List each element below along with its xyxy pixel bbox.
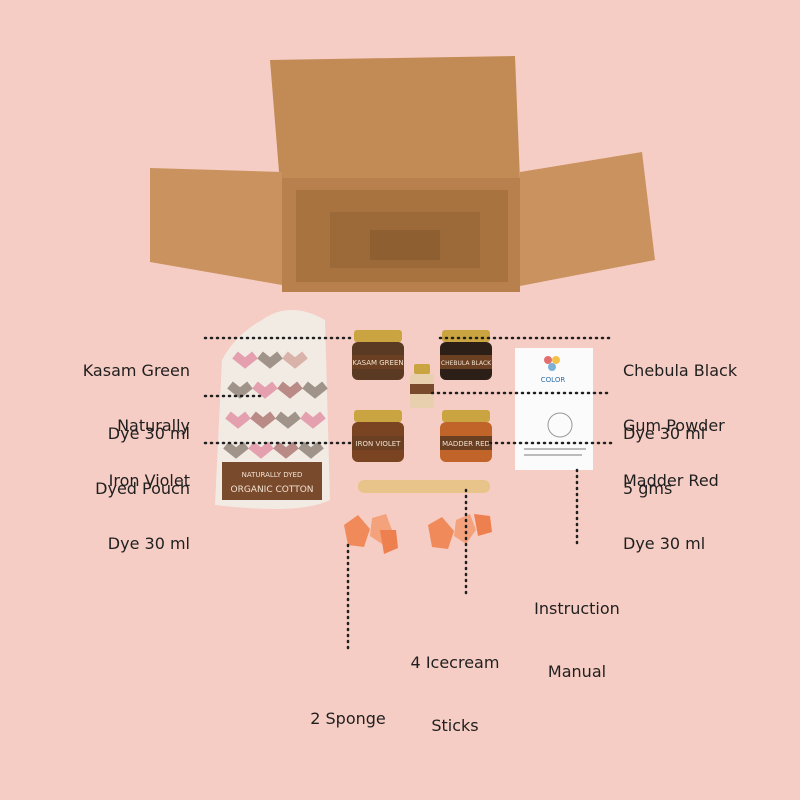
manual-brand: COLOR bbox=[541, 376, 566, 384]
pouch-tag-line1: NATURALLY DYED bbox=[242, 471, 303, 479]
jar-iron-violet: IRON VIOLET bbox=[352, 410, 404, 462]
jar-madder-red: MADDER RED bbox=[440, 410, 492, 462]
label-chebula-black-line2: Dye 30 ml bbox=[623, 424, 706, 443]
label-madder-red-line2: Dye 30 ml bbox=[623, 534, 706, 553]
label-kasam-green-line2: Dye 30 ml bbox=[107, 424, 190, 443]
label-chebula-black-line1: Chebula Black bbox=[623, 361, 738, 380]
label-gum-powder: Gum Powder 5 gms bbox=[623, 373, 793, 541]
label-kasam-green-line1: Kasam Green bbox=[82, 361, 190, 380]
label-sticks-line1: 4 Icecream bbox=[410, 653, 500, 672]
label-gum-powder-line2: 5 gms bbox=[623, 479, 673, 498]
label-pouch-line2: Dyed Pouch bbox=[95, 479, 190, 498]
label-manual-line1: Instruction bbox=[534, 599, 620, 618]
label-iron-violet: Iron Violet Dye 30 ml bbox=[40, 428, 190, 596]
cardboard-box bbox=[150, 56, 655, 292]
label-madder-red: Madder Red Dye 30 ml bbox=[623, 428, 793, 596]
jar-kasam-green: KASAM GREEN bbox=[352, 330, 404, 380]
label-pouch: Naturally Dyed Pouch bbox=[40, 373, 190, 541]
label-manual-line2: Manual bbox=[547, 662, 607, 681]
label-iron-violet-line1: Iron Violet bbox=[108, 471, 190, 490]
jar-chebula-black-label: CHEBULA BLACK bbox=[441, 360, 492, 367]
icecream-sticks bbox=[358, 480, 490, 493]
sponges bbox=[344, 514, 492, 554]
label-sponge: 2 Sponge bbox=[290, 666, 406, 771]
label-madder-red-line1: Madder Red bbox=[623, 471, 719, 490]
jar-iron-violet-label: IRON VIOLET bbox=[356, 440, 402, 448]
leader-lines bbox=[203, 336, 614, 654]
gum-powder-vial bbox=[410, 364, 434, 408]
label-pouch-line1: Naturally bbox=[117, 416, 190, 435]
label-manual: Instruction Manual bbox=[507, 556, 647, 724]
dyed-pouch: NATURALLY DYED ORGANIC COTTON bbox=[215, 310, 330, 509]
instruction-manual-card: COLOR bbox=[515, 348, 593, 470]
label-kasam-green: Kasam Green Dye 30 ml bbox=[40, 318, 190, 486]
pouch-tag-line2: ORGANIC COTTON bbox=[230, 485, 313, 495]
label-iron-violet-line2: Dye 30 ml bbox=[107, 534, 190, 553]
jar-kasam-green-label: KASAM GREEN bbox=[352, 359, 403, 367]
label-sponge-line1: 2 Sponge bbox=[310, 709, 386, 728]
jar-chebula-black: CHEBULA BLACK bbox=[440, 330, 492, 380]
label-sticks-line2: Sticks bbox=[431, 716, 479, 735]
jar-madder-red-label: MADDER RED bbox=[442, 440, 490, 448]
label-gum-powder-line1: Gum Powder bbox=[623, 416, 725, 435]
label-sticks: 4 Icecream Sticks bbox=[395, 610, 515, 778]
label-chebula-black: Chebula Black Dye 30 ml bbox=[623, 318, 793, 486]
